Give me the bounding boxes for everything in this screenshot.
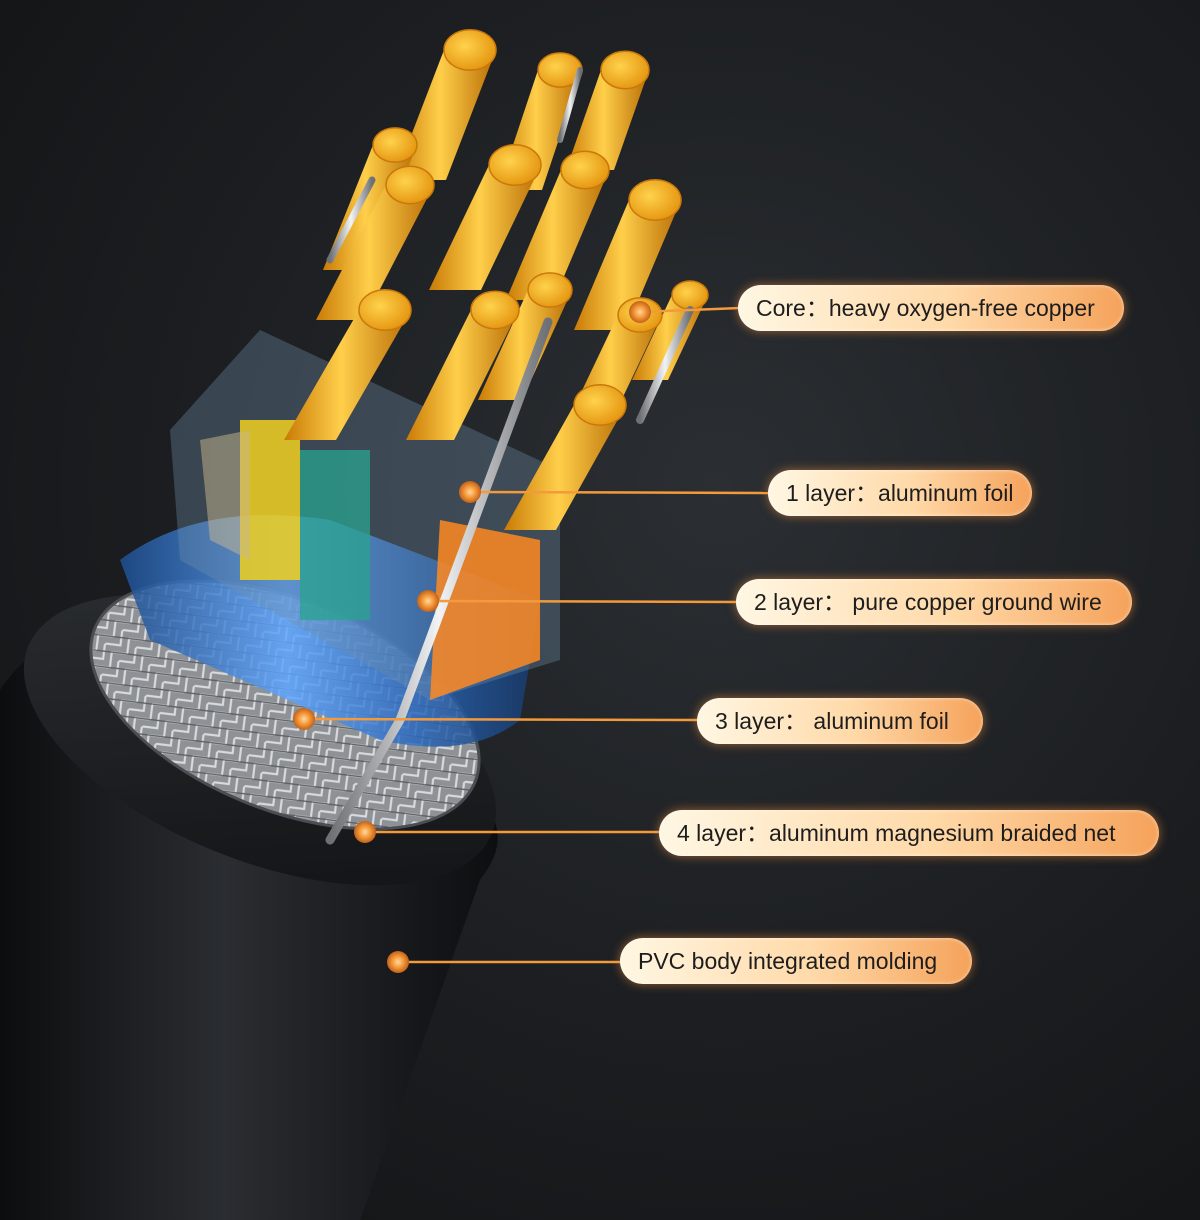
copper-core-end	[600, 50, 650, 90]
leader-dot	[387, 951, 409, 973]
copper-core-end	[573, 383, 627, 427]
copper-core-end	[560, 150, 610, 190]
leader-line	[427, 599, 739, 604]
layer-4-callout: 4 layer：aluminum magnesium braided net	[659, 810, 1159, 856]
pvc-body-callout: PVC body integrated molding	[620, 938, 972, 984]
copper-core-end	[443, 28, 497, 72]
copper-core-end	[470, 290, 520, 330]
copper-core-end	[488, 143, 542, 187]
leader-lines	[293, 301, 773, 973]
copper-core-body	[394, 50, 496, 180]
copper-core-end	[358, 288, 412, 332]
layer-1-callout: 1 layer：aluminum foil	[768, 470, 1032, 516]
layer-2-callout: 2 layer： pure copper ground wire	[736, 579, 1132, 625]
leader-line	[639, 306, 741, 314]
copper-core-body	[284, 310, 411, 440]
leader-dot	[629, 301, 651, 323]
copper-core-body	[574, 200, 681, 330]
copper-core-body	[504, 405, 626, 530]
copper-core-body	[506, 170, 609, 300]
core-callout: Core：heavy oxygen-free copper	[738, 285, 1124, 331]
copper-core-body	[429, 165, 541, 290]
leader-line	[469, 490, 773, 495]
leader-dot	[293, 708, 315, 730]
copper-core-body	[478, 290, 572, 400]
copper-core-body	[566, 70, 649, 170]
copper-core-end	[372, 127, 418, 163]
leader-dot	[354, 821, 376, 843]
copper-core-end	[628, 178, 682, 222]
copper-core-end	[385, 165, 435, 205]
leader-dot	[417, 590, 439, 612]
leader-line	[303, 717, 700, 722]
copper-core-body	[316, 185, 434, 320]
leader-dot	[459, 481, 481, 503]
layer-3-callout: 3 layer： aluminum foil	[697, 698, 983, 744]
copper-core-body	[406, 310, 519, 440]
copper-core-end	[527, 272, 573, 308]
copper-core-end	[671, 280, 709, 310]
